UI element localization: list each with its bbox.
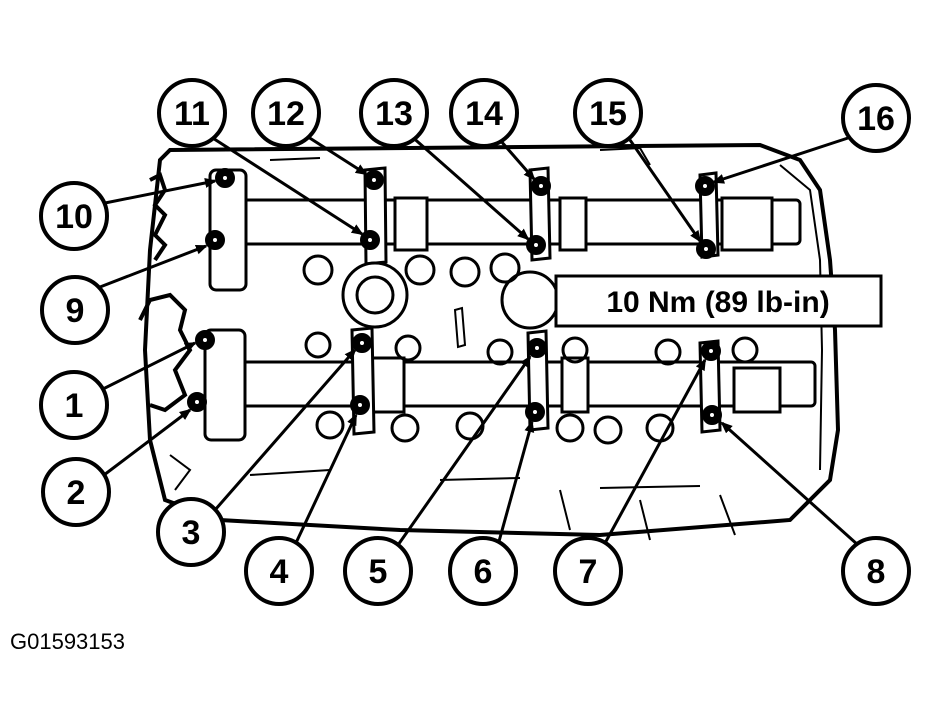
callout-7: 7 <box>553 536 623 606</box>
bolt-10 <box>215 168 235 188</box>
leader-arrows <box>96 133 860 547</box>
bolt-12 <box>364 170 384 190</box>
callout-label: 10 <box>55 198 93 236</box>
callout-4: 4 <box>244 536 314 606</box>
callout-label: 1 <box>65 387 84 425</box>
bolt-2 <box>187 392 207 412</box>
figure-id: G01593153 <box>10 629 125 654</box>
arrow-10 <box>104 178 217 205</box>
arrow-3 <box>213 348 357 511</box>
arrow-2 <box>99 408 192 480</box>
bolt-13 <box>526 235 546 255</box>
callout-label: 11 <box>174 95 210 133</box>
callout-6: 6 <box>448 536 518 606</box>
callout-14: 14 <box>449 78 519 148</box>
bolt-5 <box>527 338 547 358</box>
arrow-15 <box>628 139 702 243</box>
bolt-14 <box>531 176 551 196</box>
arrow-14 <box>498 139 536 181</box>
callout-11: 11 <box>157 78 227 148</box>
arrow-1 <box>96 341 197 394</box>
arrow-13 <box>409 133 530 241</box>
callout-8: 8 <box>841 536 911 606</box>
callout-label: 4 <box>270 553 289 591</box>
bolt-7 <box>701 341 721 361</box>
cylinder-head-drawing <box>138 142 841 541</box>
callout-label: 5 <box>369 553 388 591</box>
callout-3: 3 <box>156 497 226 567</box>
callout-label: 16 <box>857 100 895 138</box>
callout-16: 16 <box>841 83 911 153</box>
bolt-16 <box>695 176 715 196</box>
callout-2: 2 <box>41 457 111 527</box>
callout-label: 14 <box>465 95 503 133</box>
arrow-6 <box>496 420 535 546</box>
callout-label: 13 <box>375 95 413 133</box>
arrow-4 <box>293 413 358 546</box>
callout-13: 13 <box>359 78 429 148</box>
callout-label: 3 <box>182 514 201 552</box>
arrow-8 <box>720 421 860 547</box>
callout-5: 5 <box>343 536 413 606</box>
torque-spec-label: 10 Nm (89 lb-in) <box>606 286 829 319</box>
bolt-8 <box>702 405 722 425</box>
arrow-5 <box>396 355 532 546</box>
callout-10: 10 <box>39 181 109 251</box>
arrow-7 <box>602 358 707 546</box>
callout-label: 6 <box>474 553 493 591</box>
arrow-16 <box>712 136 849 184</box>
bolt-11 <box>360 230 380 250</box>
callout-label: 8 <box>867 553 886 591</box>
bolt-6 <box>525 402 545 422</box>
arrow-9 <box>99 244 208 289</box>
callout-label: 12 <box>267 95 305 133</box>
callout-label: 15 <box>589 95 627 133</box>
bolt-15 <box>696 239 716 259</box>
bolt-4 <box>350 395 370 415</box>
bolt-9 <box>205 230 225 250</box>
callout-label: 2 <box>67 474 86 512</box>
torque-spec-box: 10 Nm (89 lb-in) <box>554 274 883 328</box>
bolt-heads <box>187 168 722 425</box>
callout-label: 7 <box>579 553 598 591</box>
callout-12: 12 <box>251 78 321 148</box>
callouts: 1 2 3 4 5 6 7 8 9 10 11 12 13 14 15 16 <box>39 78 911 606</box>
arrow-12 <box>304 133 368 176</box>
bolt-1 <box>195 330 215 350</box>
callout-1: 1 <box>39 370 109 440</box>
bolt-3 <box>352 333 372 353</box>
callout-9: 9 <box>40 275 110 345</box>
callout-15: 15 <box>573 78 643 148</box>
arrow-11 <box>207 133 364 236</box>
callout-label: 9 <box>66 292 85 330</box>
